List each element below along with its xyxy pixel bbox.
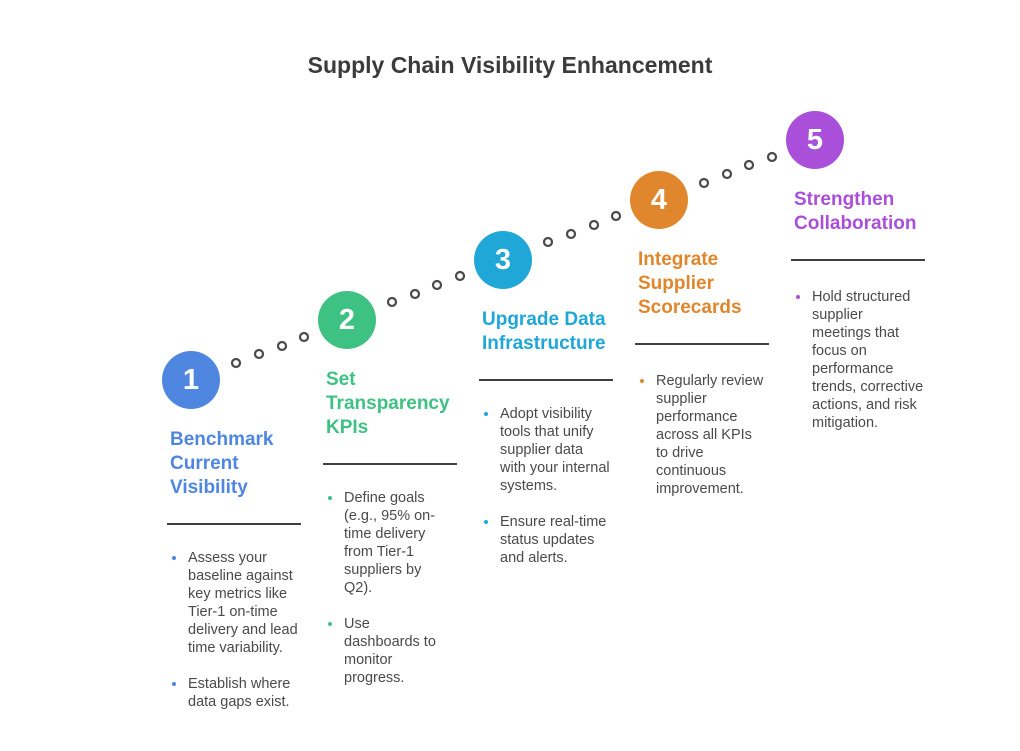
step-5-title: Strengthen Collaboration [794, 189, 917, 234]
step-4-number-circle: 4 [630, 171, 688, 229]
step-3-divider [479, 379, 613, 381]
list-item: Establish where data gaps exist. [170, 675, 308, 711]
bullet-icon [484, 412, 488, 416]
step-5-bullets: Hold structured supplier meetings that f… [794, 288, 924, 450]
step-5-number-circle: 5 [786, 111, 844, 169]
step-4-divider [635, 343, 769, 345]
step-1-number-circle: 1 [162, 351, 220, 409]
diagram-title: Supply Chain Visibility Enhancement [307, 52, 713, 78]
list-item: Ensure real-time status updates and aler… [482, 513, 610, 567]
step-4-bullets: Regularly review supplier performance ac… [638, 372, 766, 516]
list-item: Assess your baseline against key metrics… [170, 549, 308, 657]
step-2-number-circle: 2 [318, 291, 376, 349]
bullet-icon [172, 556, 176, 560]
step-2-title: Set Transparency KPIs [326, 369, 450, 438]
step-2-divider [323, 463, 457, 465]
list-item: Define goals (e.g., 95% on-time delivery… [326, 489, 444, 597]
bullet-icon [172, 682, 176, 686]
list-item: Adopt visibility tools that unify suppli… [482, 405, 610, 495]
step-1-title: Benchmark Current Visibility [170, 429, 274, 498]
list-item: Regularly review supplier performance ac… [638, 372, 766, 498]
step-2-bullets: Define goals (e.g., 95% on-time delivery… [326, 489, 444, 705]
bullet-icon [328, 496, 332, 500]
step-3-number-circle: 3 [474, 231, 532, 289]
bullet-icon [328, 622, 332, 626]
bullet-icon [484, 520, 488, 524]
step-1-bullets: Assess your baseline against key metrics… [170, 549, 308, 729]
step-1-divider [167, 523, 301, 525]
bullet-icon [640, 379, 644, 383]
list-item: Hold structured supplier meetings that f… [794, 288, 924, 432]
step-3-bullets: Adopt visibility tools that unify suppli… [482, 405, 610, 585]
bullet-icon [796, 295, 800, 299]
step-3-title: Upgrade Data Infrastructure [482, 309, 606, 354]
step-4-title: Integrate Supplier Scorecards [638, 249, 742, 318]
step-5-divider [791, 259, 925, 261]
list-item: Use dashboards to monitor progress. [326, 615, 444, 687]
